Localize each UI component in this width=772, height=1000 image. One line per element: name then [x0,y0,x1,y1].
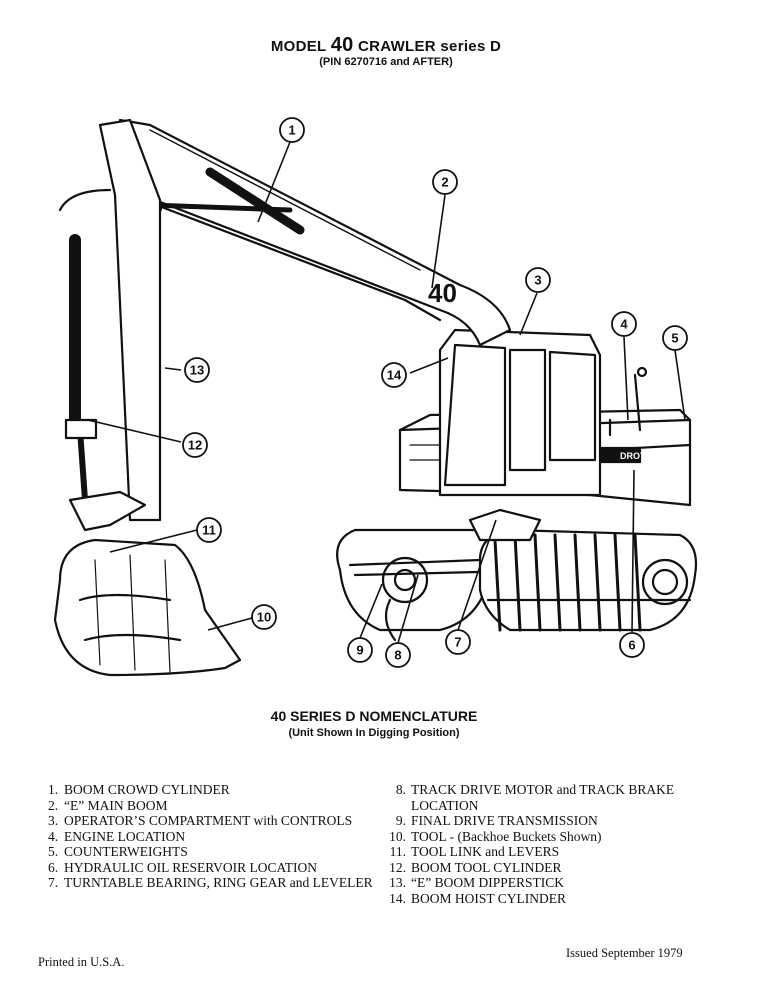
callout-3 [525,267,551,293]
legend-item: 4. ENGINE LOCATION [48,829,388,845]
callout-number: 3 [534,273,541,288]
legend-item-number: 12. [389,859,406,875]
legend-left-column: 1. BOOM CROWD CYLINDER 2. “E” MAIN BOOM 3. OP… [48,782,388,891]
legend-item-text: BOOM TOOL CYLINDER [411,859,562,875]
callout-number: 9 [356,643,363,658]
callout-10 [251,604,277,630]
callout-12 [182,432,208,458]
legend-item: 8. TRACK DRIVE MOTOR and TRACK BRAKE LOCA… [388,782,708,813]
legend-item-text: TURNTABLE BEARING, RING GEAR and LEVELER [64,875,373,890]
callout-number: 5 [671,331,678,346]
legend-item-number: 8. [395,782,406,797]
legend-item: 6. HYDRAULIC OIL RESERVOIR LOCATION [48,860,388,876]
legend-item-text: ENGINE LOCATION [64,828,186,844]
callout-number: 14 [387,368,402,383]
legend-item-text: COUNTERWEIGHTS [64,844,188,859]
legend-item-text: TRACK DRIVE MOTOR and TRACK BRAKE LOCATI… [411,782,675,813]
legend-item: 9. FINAL DRIVE TRANSMISSION [388,813,708,829]
backhoe-bucket [53,538,242,677]
legend-item-number: 11. [389,844,406,859]
legend-item-number: 14. [389,890,406,906]
legend-item-text: BOOM CROWD CYLINDER [64,782,230,797]
callout-6 [619,632,645,658]
legend-item-text: TOOL - (Backhoe Buckets Shown) [411,828,602,844]
callout-2 [432,169,458,195]
drive-sprocket [381,556,429,642]
legend-item-text: OPERATOR’S COMPARTMENT with CONTROLS [64,813,353,828]
callout-11 [196,517,222,543]
callout-number: 6 [628,638,635,653]
callout-number: 2 [441,175,448,190]
crawler-track-front [478,528,698,632]
legend-item-number: 4. [48,828,59,844]
callout-14 [381,362,407,388]
callout-number: 13 [190,363,204,378]
legend-item-text: BOOM HOIST CYLINDER [411,890,567,906]
legend-item: 11. TOOL LINK and LEVERS [388,844,708,860]
legend-item: 10. TOOL - (Backhoe Buckets Shown) [388,829,708,845]
callout-13 [184,357,210,383]
callout-number: 10 [257,610,271,625]
callout-5 [662,325,688,351]
legend-item-number: 6. [48,859,59,875]
legend-item: 12. BOOM TOOL CYLINDER [388,860,708,876]
operator-cab [438,328,602,497]
issue-date: Issued September 1979 [566,946,683,960]
callout-number: 1 [288,123,295,138]
brand-plate: DROTT [620,451,651,461]
callout-number: 4 [620,317,628,332]
legend-item-text: “E” MAIN BOOM [64,797,168,813]
callout-number: 11 [202,523,216,538]
legend-item: 5. COUNTERWEIGHTS [48,844,388,860]
nomenclature-title: 40 SERIES D NOMENCLATURE [270,708,478,724]
callout-9 [347,637,373,663]
legend-item: 3. OPERATOR’S COMPARTMENT with CONTROLS [48,813,388,829]
legend-item-number: 5. [48,844,59,859]
legend-item-text: “E” BOOM DIPPERSTICK [411,875,565,890]
legend-item-number: 3. [48,813,59,828]
callout-number: 12 [188,438,202,453]
document-subtitle: (PIN 6270716 and AFTER) [319,56,453,68]
legend-item: 13. “E” BOOM DIPPERSTICK [388,875,708,891]
dipperstick [58,118,162,522]
legend-item-number: 13. [389,875,406,890]
legend-item: 1. BOOM CROWD CYLINDER [48,782,388,798]
callout-8 [385,642,411,668]
legend-item: 2. “E” MAIN BOOM [48,798,388,814]
callout-1 [279,117,305,143]
main-boom: 40 [118,118,512,347]
boom-tool-cylinder [64,234,98,503]
excavator-illustration: 40 DROTT [53,117,698,677]
legend-item: 7. TURNTABLE BEARING, RING GEAR and LEVEL… [48,875,388,891]
title-suffix: CRAWLER series D [358,38,502,55]
legend-item-number: 10. [389,828,406,844]
legend-item-text: HYDRAULIC OIL RESERVOIR LOCATION [64,859,318,875]
callout-7 [445,629,471,655]
legend-item: 14. BOOM HOIST CYLINDER [388,891,708,907]
legend-item-number: 2. [48,797,59,813]
turntable [468,508,542,542]
legend-item-number: 1. [48,782,59,797]
legend-item-number: 9. [395,813,406,828]
legend-item-text: TOOL LINK and LEVERS [411,844,560,859]
title-model-number: 40 [330,34,354,56]
nomenclature-subtitle: (Unit Shown In Digging Position) [288,727,460,739]
legend-item-number: 7. [48,875,59,890]
legend-item-text: FINAL DRIVE TRANSMISSION [411,813,598,828]
document-title: MODEL 40 CRAWLER series D [0,34,772,57]
tool-link [68,490,147,532]
legend-right-column: 8. TRACK DRIVE MOTOR and TRACK BRAKE LOCA… [388,782,708,906]
title-prefix: MODEL [270,38,327,55]
printed-note: Printed in U.S.A. [38,955,125,969]
callout-number: 8 [394,648,401,663]
callout-number: 7 [454,635,461,650]
callout-4 [611,311,637,337]
